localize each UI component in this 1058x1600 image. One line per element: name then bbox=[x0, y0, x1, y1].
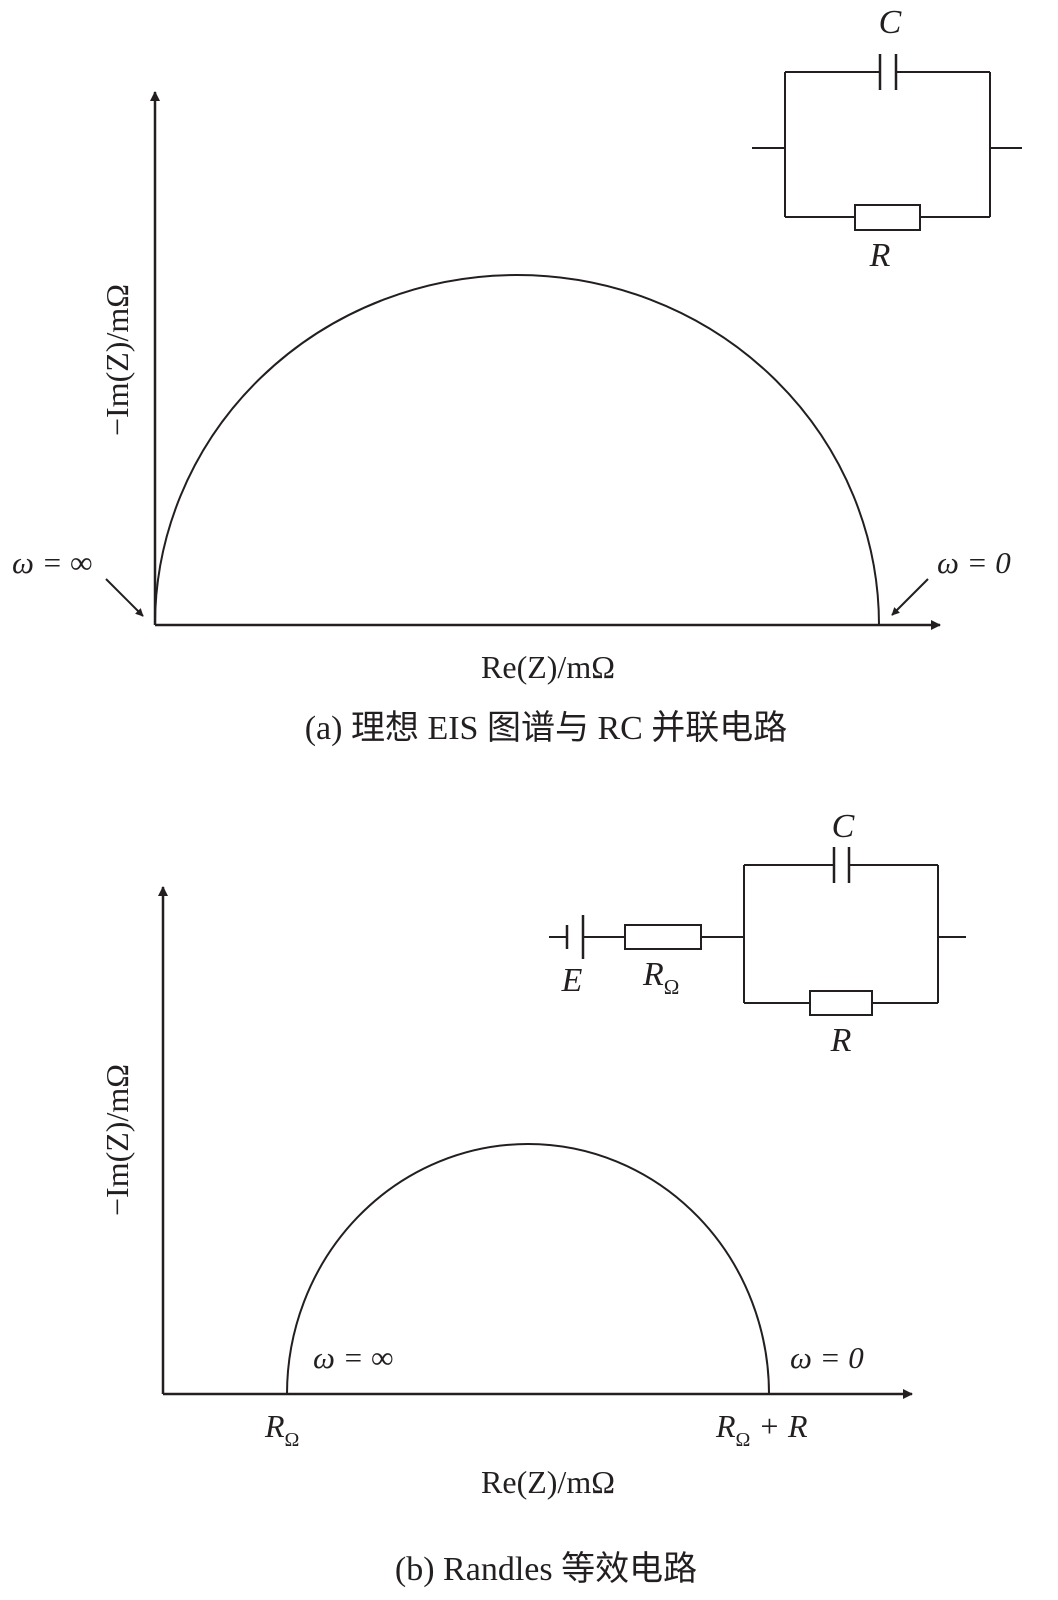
resistor-symbol bbox=[809, 990, 873, 1016]
panel-a-capacitor-label: C bbox=[879, 4, 902, 41]
panel-a-y-axis-label: −Im(Z)/mΩ bbox=[99, 284, 135, 436]
panel-a-omega-zero-arrow bbox=[891, 578, 929, 616]
panel-a-x-axis-label: Re(Z)/mΩ bbox=[481, 649, 615, 685]
series-resistor-symbol bbox=[624, 924, 702, 950]
panel-b-y-axis-label: −Im(Z)/mΩ bbox=[99, 1064, 135, 1216]
r-omega-sub: Ω bbox=[285, 1429, 300, 1451]
series-resistor-sub: Ω bbox=[664, 975, 680, 999]
plus-r-suffix: + R bbox=[750, 1408, 808, 1444]
panel-b-capacitor-label: C bbox=[832, 808, 855, 845]
r-omega-sub: Ω bbox=[736, 1429, 751, 1451]
r-omega-main: R bbox=[264, 1408, 285, 1444]
panel-a-rc-circuit: C R bbox=[752, 4, 1022, 274]
series-resistor-main: R bbox=[642, 956, 664, 993]
panel-a-nyquist-arc bbox=[154, 274, 880, 626]
panel-a: −Im(Z)/mΩ Re(Z)/mΩ ω = ∞ ω = 0 (a) 理想 EI… bbox=[12, 4, 1022, 747]
panel-a-resistor-label: R bbox=[869, 237, 891, 274]
panel-b-r-omega-plus-r-tick-label: RΩ + R bbox=[715, 1408, 808, 1451]
resistor-symbol bbox=[854, 204, 921, 231]
panel-b-r-omega-tick-label: RΩ bbox=[264, 1408, 299, 1451]
panel-b-source-label: E bbox=[561, 962, 583, 999]
panel-b-omega-zero-label: ω = 0 bbox=[790, 1340, 864, 1375]
r-omega-main: R bbox=[715, 1408, 736, 1444]
panel-a-omega-infinity-arrow bbox=[105, 578, 144, 617]
panel-b-randles-circuit: E RΩ C R bbox=[549, 808, 966, 1059]
panel-a-omega-zero-label: ω = 0 bbox=[937, 545, 1011, 580]
panel-b-x-axis-label: Re(Z)/mΩ bbox=[481, 1464, 615, 1500]
panel-a-omega-infinity-label: ω = ∞ bbox=[12, 545, 92, 580]
panel-b-nyquist-arc bbox=[286, 1143, 770, 1395]
panel-b-series-resistor-label: RΩ bbox=[642, 956, 679, 999]
panel-b-resistor-label: R bbox=[830, 1022, 852, 1059]
panel-b-omega-infinity-label: ω = ∞ bbox=[313, 1340, 393, 1375]
panel-a-caption: (a) 理想 EIS 图谱与 RC 并联电路 bbox=[305, 709, 788, 747]
panel-b: −Im(Z)/mΩ Re(Z)/mΩ ω = ∞ ω = 0 RΩ RΩ + R… bbox=[99, 808, 966, 1588]
panel-b-caption: (b) Randles 等效电路 bbox=[395, 1550, 697, 1588]
